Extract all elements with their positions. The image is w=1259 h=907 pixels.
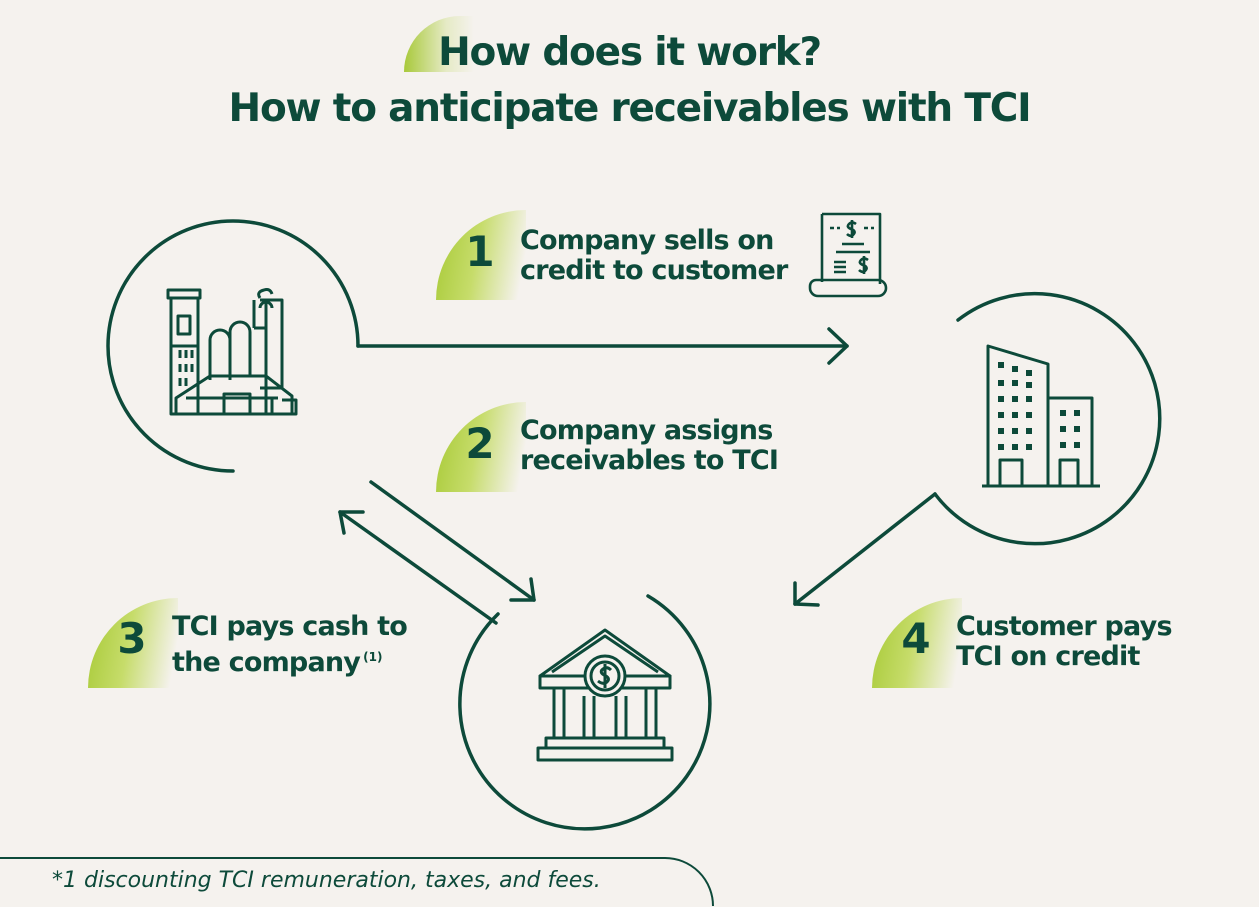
step-3-number: 3 bbox=[117, 614, 147, 663]
arrowhead-tci-right bbox=[793, 581, 820, 607]
footnote-frame bbox=[0, 857, 714, 907]
footnote: *1 discounting TCI remuneration, taxes, … bbox=[52, 868, 601, 893]
step-1-line2: credit to customer bbox=[520, 255, 788, 286]
arrow-tci-to-company bbox=[338, 510, 498, 625]
step-1-number: 1 bbox=[465, 227, 495, 276]
bank-icon bbox=[536, 628, 674, 762]
step-2-number: 2 bbox=[465, 419, 495, 468]
tci-circle bbox=[458, 594, 712, 831]
invoice-receipt-icon bbox=[808, 212, 888, 298]
step-2-text: Company assigns receivables to TCI bbox=[520, 415, 779, 476]
step-4-line1: Customer pays bbox=[956, 611, 1173, 642]
step-2-line1: Company assigns bbox=[520, 415, 773, 446]
step-2-line2: receivables to TCI bbox=[520, 445, 779, 476]
customer-circle bbox=[933, 291, 1162, 546]
step-1-text: Company sells on credit to customer bbox=[520, 226, 788, 286]
company-circle bbox=[106, 219, 360, 473]
arrowhead-tci-left bbox=[509, 577, 536, 602]
step-3-line2-wrap: the company(1) bbox=[172, 642, 407, 678]
arrowhead-customer bbox=[827, 327, 849, 365]
step-3-line1: TCI pays cash to bbox=[172, 611, 408, 642]
step-3-line2: the company bbox=[172, 647, 361, 678]
arrow-company-to-tci bbox=[369, 480, 536, 602]
step-4-line2: TCI on credit bbox=[956, 641, 1140, 672]
page-subtitle: How to anticipate receivables with TCI bbox=[228, 86, 1032, 131]
step-4-text: Customer pays TCI on credit bbox=[956, 611, 1173, 672]
arrowhead-company bbox=[338, 510, 365, 535]
page-title: How does it work? bbox=[438, 30, 822, 75]
step-3-text: TCI pays cash to the company(1) bbox=[172, 611, 408, 678]
step-1-line1: Company sells on bbox=[520, 225, 774, 256]
office-building-icon bbox=[982, 344, 1100, 488]
arrow-customer-to-tci bbox=[793, 492, 937, 606]
step-3-note-ref: (1) bbox=[363, 650, 383, 664]
step-4-number: 4 bbox=[901, 614, 931, 663]
factory-icon bbox=[166, 288, 298, 416]
